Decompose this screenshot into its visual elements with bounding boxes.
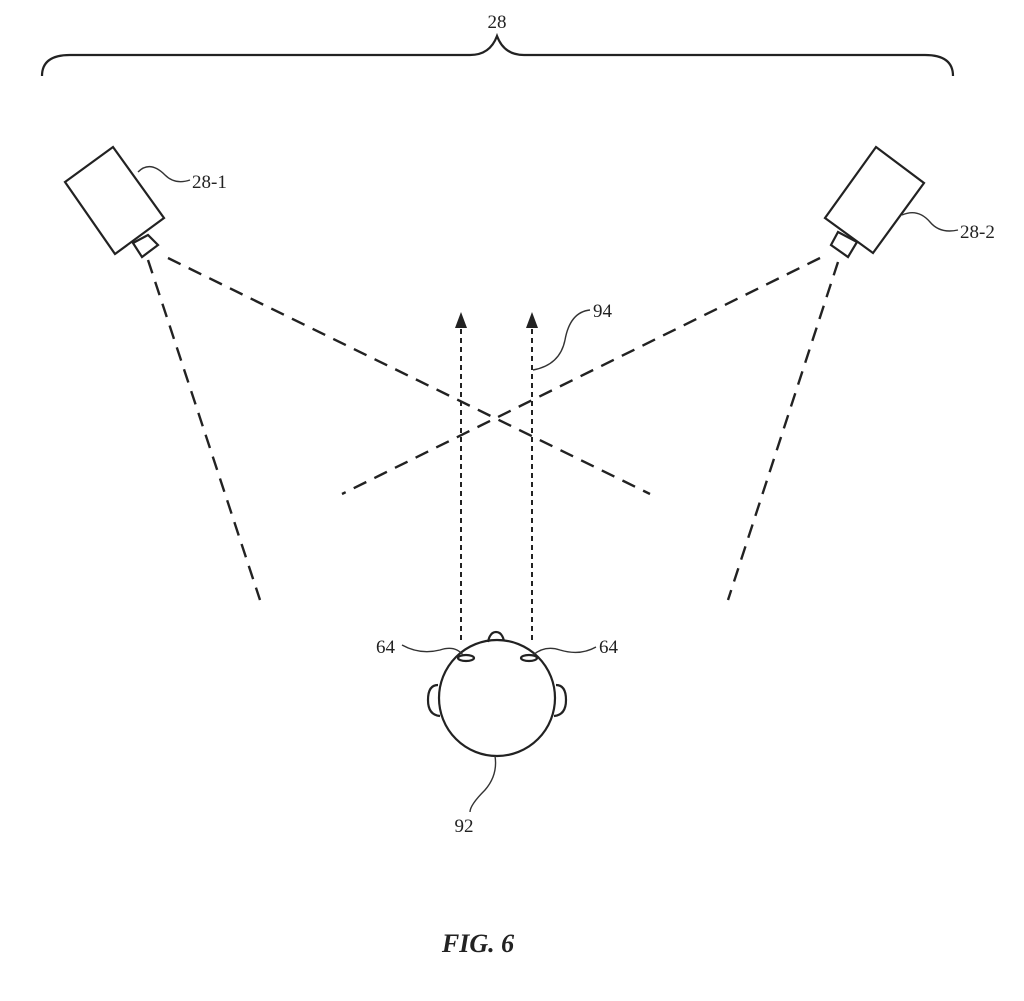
ear-right	[553, 683, 568, 718]
brace-28	[40, 32, 955, 77]
gaze-arrow-right	[526, 312, 538, 640]
leader-64-right	[532, 646, 597, 656]
fov-line-cam1-right	[167, 256, 651, 496]
label-92: 92	[455, 816, 474, 837]
fov-line-cam1-left	[146, 259, 262, 601]
eye-right	[519, 653, 539, 663]
label-64-right: 64	[599, 637, 619, 658]
camera-lens	[829, 230, 859, 259]
fov-line-cam2-left	[341, 256, 821, 496]
label-28-2: 28-2	[960, 222, 995, 243]
label-94: 94	[593, 301, 613, 322]
camera-lens	[131, 233, 160, 259]
leader-64-left	[401, 644, 464, 656]
label-28: 28	[488, 12, 507, 33]
nose	[486, 630, 506, 643]
leader-94	[532, 309, 591, 371]
figure-caption: FIG. 6	[441, 929, 514, 958]
head-92	[426, 630, 568, 758]
leader-28-2	[901, 212, 959, 232]
fov-line-cam2-right	[726, 261, 840, 601]
gaze-arrow-left	[455, 312, 467, 640]
eye-left	[456, 653, 476, 663]
arrowhead-icon	[455, 312, 467, 328]
leader-92	[469, 755, 497, 813]
label-64-left: 64	[376, 637, 396, 658]
head-outline	[437, 638, 557, 758]
arrowhead-icon	[526, 312, 538, 328]
camera-28-1	[63, 145, 166, 259]
camera-body	[63, 145, 166, 256]
camera-28-2	[823, 145, 926, 259]
camera-body	[823, 145, 926, 255]
leader-28-1	[137, 166, 191, 183]
ear-left	[426, 683, 441, 718]
label-28-1: 28-1	[192, 172, 227, 193]
